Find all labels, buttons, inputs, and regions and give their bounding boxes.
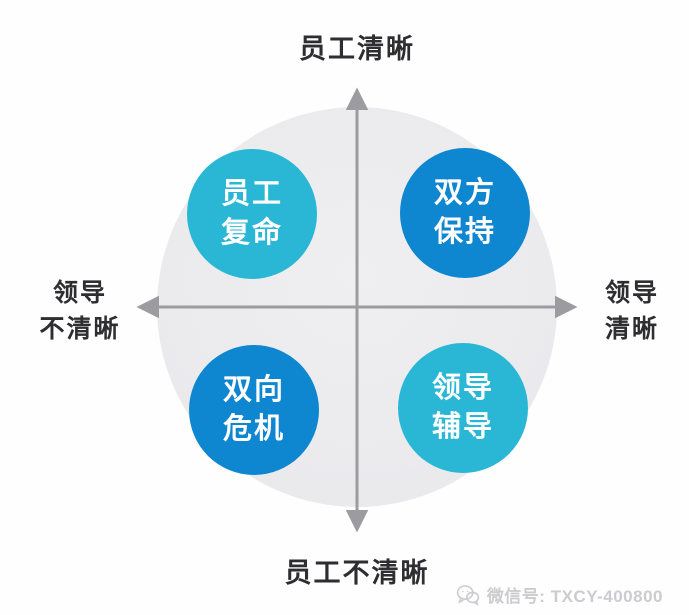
- quadrant-top-right-both-maintain: 双方 保持: [400, 148, 530, 278]
- quadrant-top-left-employee-report: 员工 复命: [187, 149, 317, 279]
- wechat-icon: [456, 584, 480, 606]
- axis-label-left: 领导 不清晰: [39, 279, 121, 344]
- quadrant-bottom-right-leader-coach: 领导 辅导: [398, 343, 528, 473]
- axis-label-top: 员工清晰: [299, 34, 415, 64]
- watermark: 微信号: TXCY-400800: [456, 582, 663, 607]
- axis-label-right: 领导 清晰: [604, 279, 659, 344]
- quadrant-bottom-left-mutual-crisis: 双向 危机: [189, 345, 319, 475]
- watermark-text: 微信号: TXCY-400800: [486, 587, 663, 606]
- axis-label-bottom: 员工不清晰: [284, 558, 430, 588]
